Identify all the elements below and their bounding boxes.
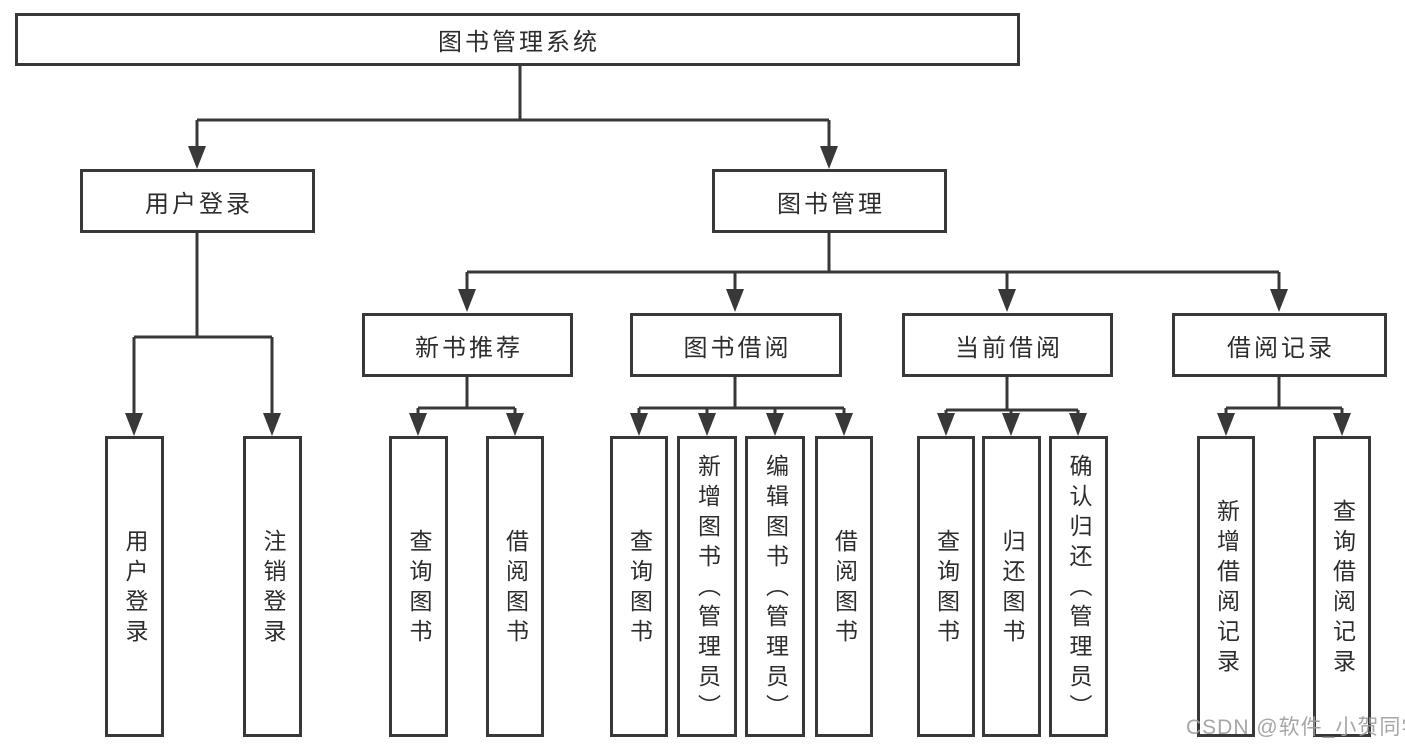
node-root: 图书管理系统	[15, 13, 1020, 66]
node-cb-return-book: 归还图书	[982, 436, 1041, 737]
node-bb-borrow-book: 借阅图书	[815, 436, 873, 737]
node-leaf-logout: 注销登录	[243, 436, 302, 737]
node-cb-confirm-return-admin: 确认归还（管理员）	[1049, 436, 1108, 737]
node-new-book-recommend: 新书推荐	[362, 313, 573, 377]
node-user-login: 用户登录	[80, 169, 315, 233]
node-current-borrow: 当前借阅	[902, 313, 1113, 377]
node-bb-edit-book-admin: 编辑图书（管理员）	[745, 436, 805, 737]
node-nb-borrow-book: 借阅图书	[486, 436, 544, 737]
csdn-watermark: CSDN @软件_小贺同学	[1186, 716, 1405, 739]
node-bb-add-book-admin: 新增图书（管理员）	[677, 436, 737, 737]
arrowheads	[125, 146, 1351, 436]
node-cb-query-book: 查询图书	[917, 436, 975, 737]
node-book-management: 图书管理	[712, 169, 947, 233]
node-book-borrow: 图书借阅	[630, 313, 842, 377]
node-bb-query-book: 查询图书	[610, 436, 668, 737]
node-borrow-records: 借阅记录	[1172, 313, 1387, 377]
node-leaf-user-login: 用户登录	[105, 436, 164, 737]
node-br-query-record: 查询借阅记录	[1313, 436, 1371, 737]
node-br-add-record: 新增借阅记录	[1197, 436, 1255, 737]
connector-lines	[132, 65, 1344, 418]
node-nb-query-book: 查询图书	[389, 436, 448, 737]
